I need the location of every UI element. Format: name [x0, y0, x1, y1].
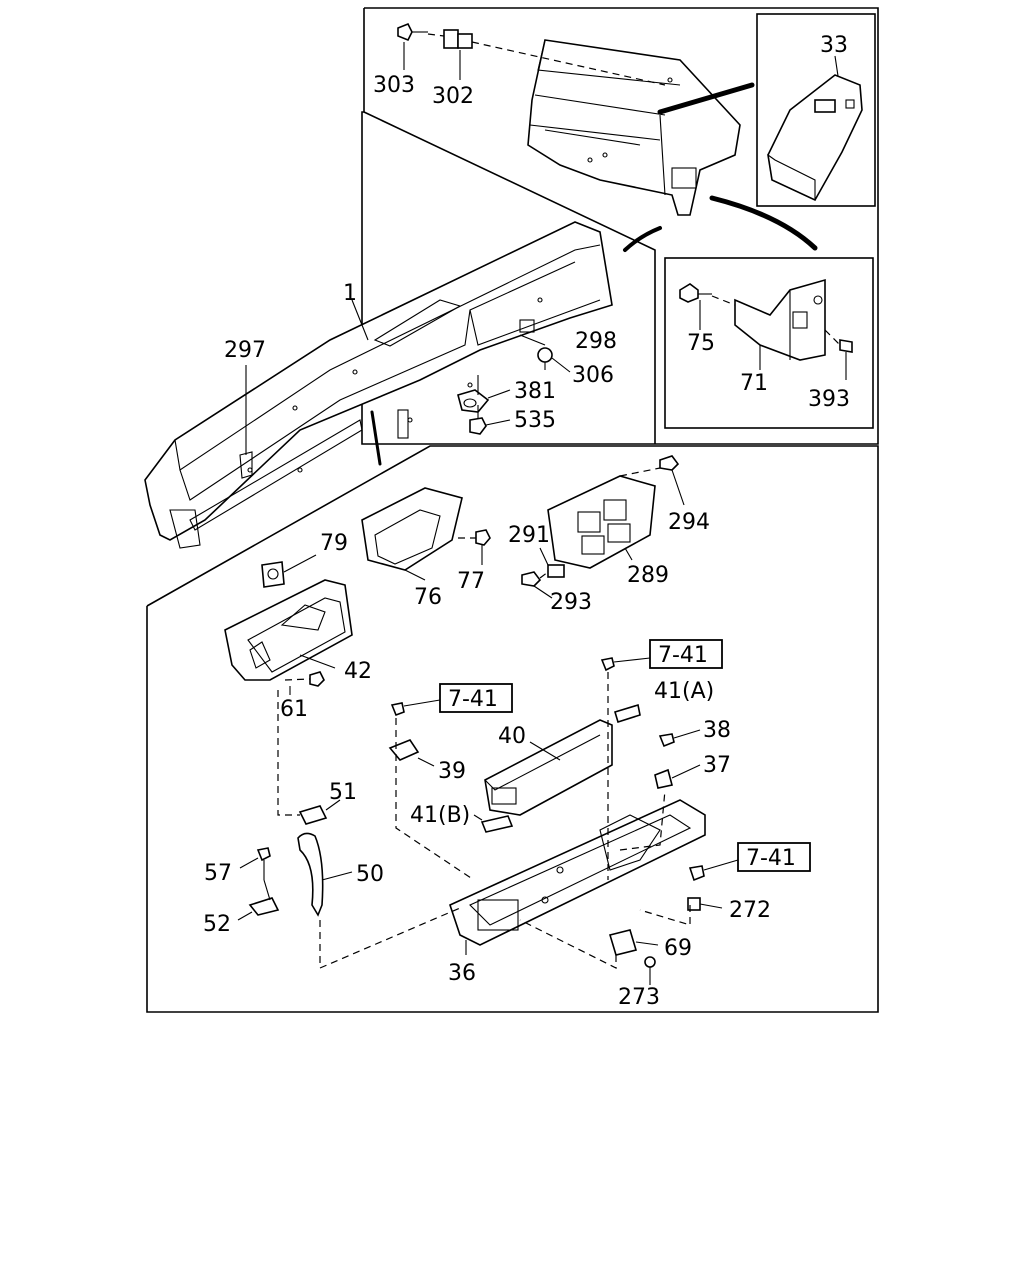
callout-52: 52	[203, 912, 231, 937]
ref-box-7-41-low	[737, 842, 811, 872]
inset-box-71	[664, 257, 874, 429]
inset-box-33	[756, 13, 876, 207]
callout-272: 272	[729, 898, 771, 923]
callout-41b: 41(B)	[410, 803, 470, 828]
callout-7-41-mid: 7-41	[448, 687, 498, 712]
callout-76: 76	[414, 585, 442, 610]
callout-302: 302	[432, 84, 474, 109]
screw-293	[521, 571, 542, 587]
callout-39: 39	[438, 759, 466, 784]
callout-1: 1	[343, 281, 357, 306]
callout-51: 51	[329, 780, 357, 805]
callout-535: 535	[514, 408, 556, 433]
callout-273: 273	[618, 985, 660, 1010]
ref-box-7-41-mid	[439, 683, 513, 713]
callout-37: 37	[703, 753, 731, 778]
bracket-52	[248, 897, 280, 916]
screw-7-41-top	[600, 657, 615, 672]
callout-42: 42	[344, 659, 372, 684]
pad-79	[261, 561, 285, 588]
callout-41a: 41(A)	[654, 679, 714, 704]
cover-33	[767, 55, 863, 202]
callout-298: 298	[575, 329, 617, 354]
callout-381: 381	[514, 379, 556, 404]
callout-69: 69	[664, 936, 692, 961]
callout-50: 50	[356, 862, 384, 887]
screw-38	[658, 733, 675, 748]
callout-75: 75	[687, 331, 715, 356]
screw-77	[475, 529, 491, 546]
callout-7-41-top: 7-41	[658, 643, 708, 668]
switch-69	[608, 929, 638, 956]
frame-lower-detail	[146, 445, 879, 1013]
callout-289: 289	[627, 563, 669, 588]
screw-294	[659, 455, 680, 471]
screw-57	[256, 847, 271, 880]
callout-57: 57	[204, 861, 232, 886]
callout-293: 293	[550, 590, 592, 615]
clip-381	[457, 389, 490, 413]
screw-7-41-mid	[390, 702, 405, 717]
screw-75	[679, 283, 712, 303]
callout-71: 71	[740, 371, 768, 396]
bracket-71	[734, 278, 826, 361]
callout-393: 393	[808, 387, 850, 412]
callout-291: 291	[508, 523, 550, 548]
callout-79: 79	[320, 531, 348, 556]
clip-41a	[614, 703, 641, 724]
instrument-panel-1	[144, 221, 613, 549]
screw-393	[839, 339, 853, 353]
console-box-40	[484, 719, 613, 816]
housing-42	[224, 579, 353, 681]
console-base-36	[449, 799, 706, 946]
callout-38: 38	[703, 718, 731, 743]
callout-297: 297	[224, 338, 266, 363]
callout-77: 77	[457, 569, 485, 594]
callout-33: 33	[820, 33, 848, 58]
callout-306: 306	[572, 363, 614, 388]
ref-box-7-41-top	[649, 639, 723, 669]
callout-303: 303	[373, 73, 415, 98]
screw-61	[309, 671, 325, 687]
knob-306	[537, 347, 553, 370]
clip-41b	[480, 815, 514, 833]
bezel-76	[361, 487, 463, 571]
callout-294: 294	[668, 510, 710, 535]
screw-303	[397, 22, 428, 42]
clip-302	[443, 29, 473, 49]
bracket-37	[654, 768, 673, 789]
clip-51	[298, 805, 328, 825]
callout-61: 61	[280, 697, 308, 722]
strap-50	[297, 832, 324, 917]
screw-7-41-low	[688, 865, 705, 882]
callout-36: 36	[448, 961, 476, 986]
bracket-39	[388, 739, 420, 761]
washer-273	[644, 956, 656, 968]
callout-7-41-low: 7-41	[746, 846, 796, 871]
nut-291	[547, 564, 565, 578]
callout-40: 40	[498, 724, 526, 749]
upper-bracket-drawing	[527, 39, 741, 216]
bolt-535	[469, 405, 487, 435]
louver-289	[547, 475, 656, 569]
